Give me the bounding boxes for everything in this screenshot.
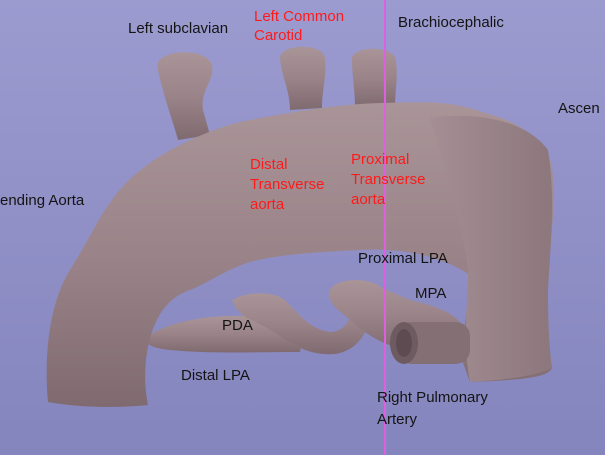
aortic-arch-body <box>46 102 554 407</box>
label-left-common-carotid: Left Common Carotid <box>254 8 345 44</box>
label-ascending: Ascen <box>558 100 600 117</box>
label-right-pulmonary-artery: Right Pulmonary Artery <box>377 389 488 428</box>
label-distal-lpa: Distal LPA <box>181 367 250 384</box>
label-descending-aorta: ending Aorta <box>0 192 85 209</box>
left-common-carotid-vessel <box>280 46 326 110</box>
label-pda: PDA <box>222 317 253 334</box>
label-brachiocephalic: Brachiocephalic <box>398 14 504 31</box>
brachiocephalic-vessel <box>351 48 397 108</box>
label-left-subclavian: Left subclavian <box>128 20 229 37</box>
label-proximal-transverse-aorta: Proximal Transverse aorta <box>351 151 426 208</box>
slice-plane-line[interactable] <box>384 0 386 455</box>
label-proximal-lpa: Proximal LPA <box>358 250 448 267</box>
left-subclavian-vessel <box>157 52 213 140</box>
pda-vessel <box>232 293 372 355</box>
label-mpa: MPA <box>415 285 447 302</box>
label-distal-transverse-aorta: Distal Transverse aorta <box>250 156 325 213</box>
ascending-aorta-face <box>430 115 553 382</box>
